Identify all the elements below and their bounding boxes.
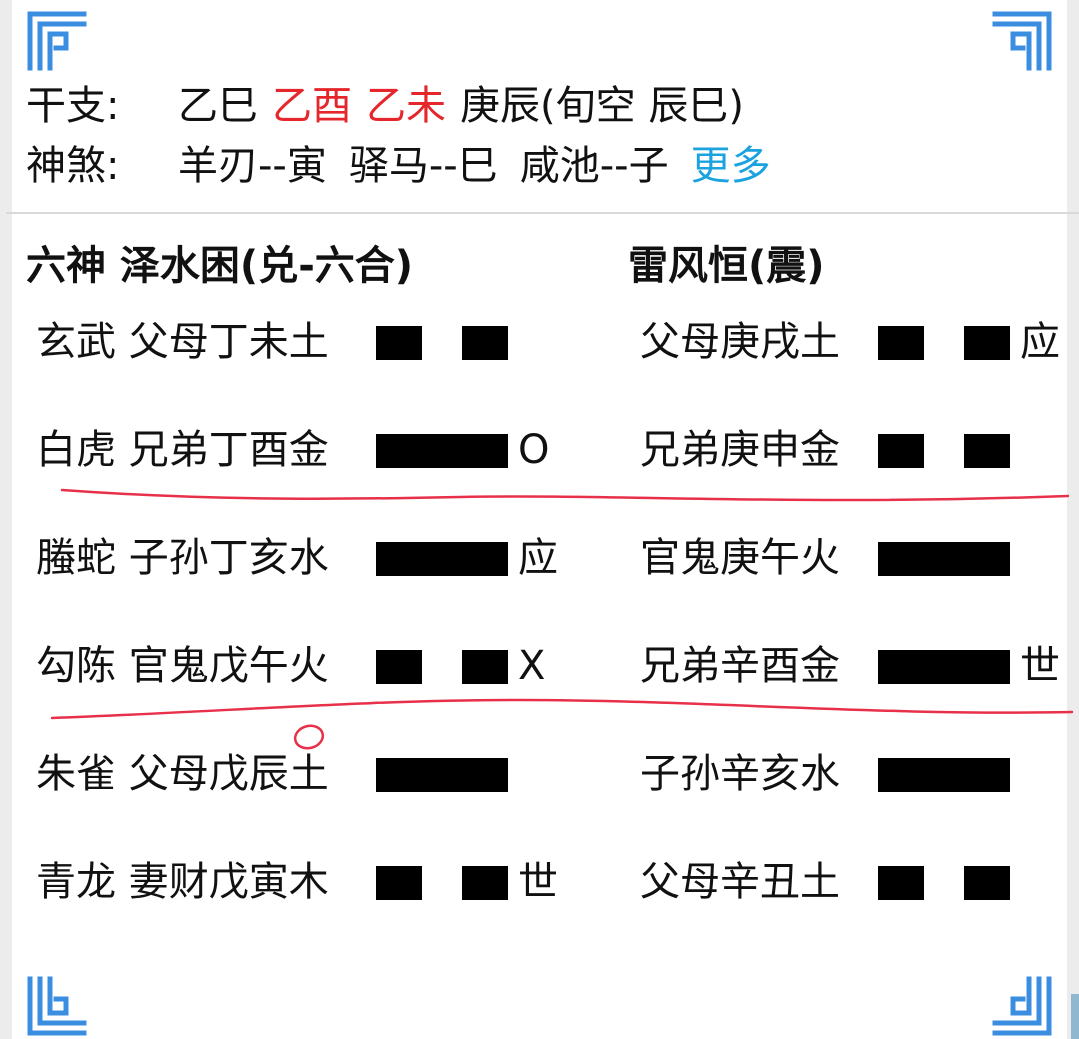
line-mark: 应 [518,535,558,581]
yin-segment [376,866,422,900]
line-mark: O [518,427,550,473]
line-text: 兄弟辛酉金 [640,643,840,689]
yin-segment [964,434,1010,468]
line-mark: 世 [1020,643,1060,689]
hexagram-card [12,0,1067,1039]
line-text: 勾陈 官鬼戊午火 [36,643,329,689]
ganzhi-hour: 庚辰(旬空 辰巳) [460,83,744,129]
line-text: 玄武 父母丁未土 [36,319,329,365]
yang-segment [878,650,1010,684]
yin-segment [964,866,1010,900]
yang-segment [878,758,1010,792]
line-text: 朱雀 父母戊辰土 [36,751,329,797]
yang-segment [376,542,508,576]
yang-segment [376,434,508,468]
line-mark: X [518,643,546,689]
shensha-label: 神煞: [26,143,120,189]
yin-segment [376,650,422,684]
scrollbar[interactable] [1071,994,1079,1039]
yin-segment [376,326,422,360]
ganzhi-month: 乙酉 [272,83,352,129]
annotation-circle [293,724,325,750]
yin-segment [462,650,508,684]
line-mark: 应 [1020,319,1060,365]
shensha-item-xianchi: 咸池--子 [519,143,669,189]
line-text: 兄弟庚申金 [640,427,840,473]
line-text: 父母辛丑土 [640,859,840,905]
line-text: 螣蛇 子孙丁亥水 [36,535,329,581]
yang-segment [376,758,508,792]
line-text: 父母庚戌土 [640,319,840,365]
main-hexagram-header: 六神 泽水困(兑-六合) [26,243,414,289]
yin-segment [878,326,924,360]
divider [6,212,1079,214]
yin-segment [964,326,1010,360]
ganzhi-day: 乙未 [366,83,446,129]
ganzhi-row: 干支: 乙巳乙酉乙未庚辰(旬空 辰巳) [26,78,744,134]
corner-ornament-top-left-icon [26,10,88,72]
shensha-row: 神煞: 羊刃--寅驿马--巳咸池--子更多 [26,138,771,194]
ganzhi-label: 干支: [26,83,120,129]
line-text: 子孙辛亥水 [640,751,840,797]
yin-segment [878,434,924,468]
more-link[interactable]: 更多 [690,143,771,189]
ganzhi-year: 乙巳 [178,83,258,129]
yang-segment [878,542,1010,576]
shensha-item-yangren: 羊刃--寅 [178,143,327,189]
line-text: 白虎 兄弟丁酉金 [36,427,329,473]
yin-segment [878,866,924,900]
annotation-line-lower [50,698,1074,720]
yin-segment [462,866,508,900]
corner-ornament-top-right-icon [991,10,1053,72]
line-text: 官鬼庚午火 [640,535,840,581]
yin-segment [462,326,508,360]
line-text: 青龙 妻财戊寅木 [36,859,329,905]
corner-ornament-bottom-left-icon [26,975,88,1037]
annotation-line-upper [60,488,1070,502]
corner-ornament-bottom-right-icon [991,975,1053,1037]
line-mark: 世 [518,859,558,905]
changed-hexagram-header: 雷风恒(震) [628,243,825,289]
shensha-item-yima: 驿马--巳 [348,143,498,189]
